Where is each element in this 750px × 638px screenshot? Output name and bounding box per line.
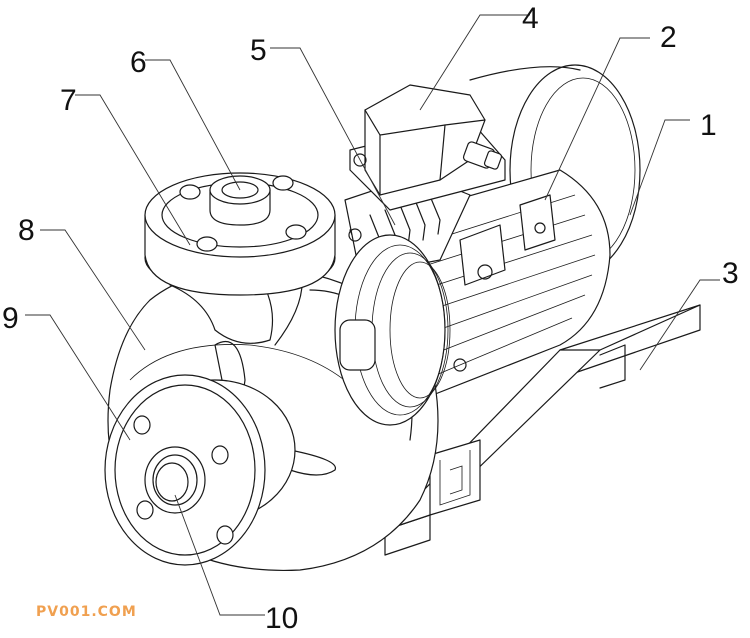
- base-rail: [384, 304, 701, 556]
- inlet-flange: [104, 374, 296, 566]
- label-10: 10: [265, 602, 298, 635]
- label-3: 3: [722, 257, 739, 290]
- outlet-flange: [144, 172, 336, 296]
- flange-bolts-top: [179, 175, 307, 252]
- label-1: 1: [700, 109, 717, 142]
- part-labels: 1 2 3 4 5 6 7 8 9 10: [2, 2, 739, 635]
- watermark: PV001.COM: [36, 604, 137, 620]
- leader-lines: [25, 14, 720, 616]
- label-7: 7: [60, 84, 77, 117]
- label-9: 9: [2, 302, 19, 335]
- label-2: 2: [660, 21, 677, 54]
- label-4: 4: [522, 2, 539, 35]
- label-8: 8: [18, 214, 35, 247]
- label-6: 6: [130, 46, 147, 79]
- flange-bolts-inlet: [133, 415, 234, 545]
- terminal-cover: [349, 84, 506, 211]
- label-5: 5: [250, 34, 267, 67]
